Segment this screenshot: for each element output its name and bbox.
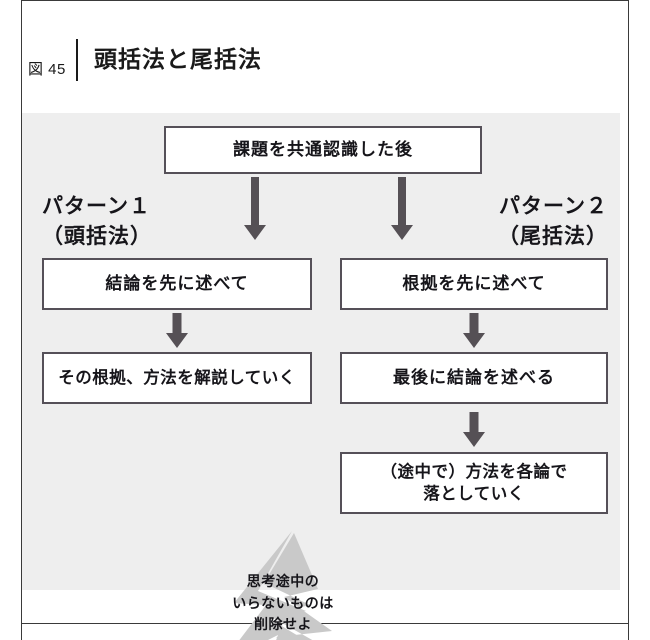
- figure-header: 図 45 頭括法と尾括法: [22, 34, 622, 90]
- header-divider: [76, 39, 78, 81]
- page-title: 頭括法と尾括法: [94, 46, 262, 72]
- pattern2-step-3-line-2: 落としていく: [423, 485, 525, 503]
- page-border-right: [628, 0, 629, 640]
- pattern2-step-1-box: 根拠を先に述べて: [340, 258, 608, 310]
- pattern2-step-3-line-1: （途中で）方法を各論で: [380, 462, 568, 481]
- start-box: 課題を共通認識した後: [164, 126, 482, 174]
- figure-number: 図 45: [28, 61, 66, 78]
- pattern-2-title: パターン２: [499, 195, 608, 218]
- pattern-1-subtitle: （頭括法）: [42, 225, 152, 249]
- pattern-1-title: パターン１: [42, 195, 151, 218]
- pattern-2-label: パターン２ （尾括法）: [408, 192, 608, 253]
- pattern1-step-2-box: その根拠、方法を解説していく: [42, 352, 312, 404]
- page-border-bottom: [21, 623, 629, 624]
- annotation-line-2: いらないものは: [232, 594, 334, 611]
- annotation-line-1: 思考途中の: [246, 573, 320, 589]
- pattern2-step-3-box: （途中で）方法を各論で 落としていく: [340, 452, 608, 514]
- pattern-1-label: パターン１ （頭括法）: [42, 192, 242, 253]
- lightning-bolt-icon: [234, 531, 332, 640]
- page-border-top: [21, 0, 629, 1]
- annotation-line-3: 削除せよ: [254, 616, 312, 633]
- page-border-left: [21, 0, 22, 640]
- pattern2-step-2-box: 最後に結論を述べる: [340, 352, 608, 404]
- pattern-2-subtitle: （尾括法）: [498, 225, 608, 249]
- pattern1-step-1-box: 結論を先に述べて: [42, 258, 312, 310]
- annotation-note: 思考途中の いらないものは 削除せよ: [208, 571, 358, 636]
